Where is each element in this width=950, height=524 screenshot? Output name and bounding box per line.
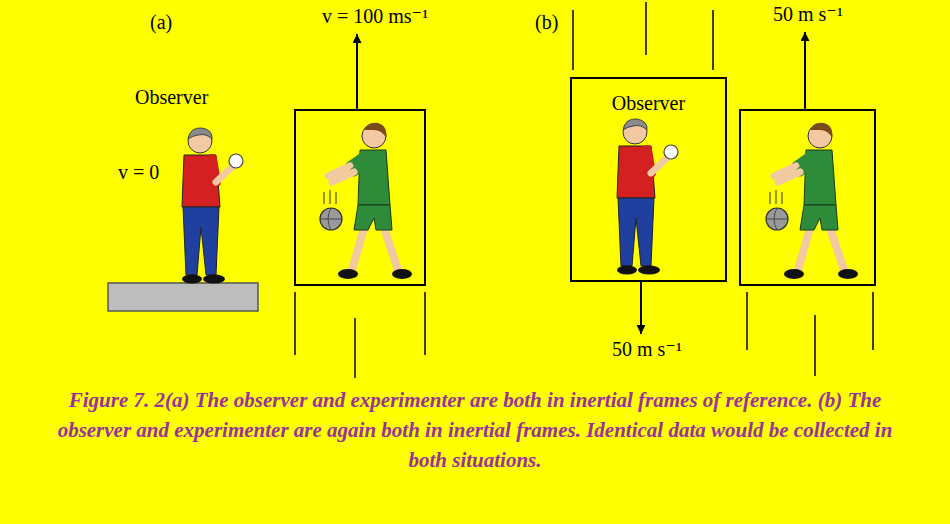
motion-line [354,318,356,378]
shoe [203,275,225,284]
shoe [838,269,858,279]
platform [108,283,258,311]
hair [623,119,647,130]
moving-frame-box [295,110,425,285]
moving-frame-box [740,110,875,285]
figure-caption: Figure 7. 2(a) The observer and experime… [40,385,910,475]
leg [798,228,810,270]
fall-line [324,192,325,204]
ball [664,145,678,159]
jeans [618,198,654,266]
motion-line [645,2,647,55]
motion-line [872,292,874,350]
shoe [617,266,637,275]
velocity-arrow [804,32,806,110]
text-label: 50 m s⁻¹ [773,2,843,26]
ball [320,208,342,230]
fall-line [770,192,771,204]
shoe [638,266,660,275]
ball-seam [320,208,342,230]
frame-label: Observer [572,91,725,115]
text-label: Observer [135,85,208,109]
hair [810,123,832,138]
motion-line [424,292,426,355]
shoe [338,269,358,279]
fall-lines [770,190,782,204]
experimenter-figure [766,123,858,279]
motion-line [712,10,714,70]
experimenter-figure [320,123,412,279]
ball [766,208,788,230]
observer-figure [182,128,243,284]
hair [364,123,386,138]
fall-line [776,190,777,204]
motion-lines [573,2,873,376]
shoe [392,269,412,279]
fall-lines [324,190,336,204]
text-label: 50 m s⁻¹ [612,337,682,361]
motion-lines [295,292,425,378]
fall-line [330,190,331,204]
shorts [800,205,838,230]
jeans [183,207,219,275]
ball [229,154,243,168]
panel-label: (b) [535,10,558,34]
leg [830,228,844,270]
motion-line [814,315,816,376]
motion-line [572,10,574,70]
text-label: v = 100 ms⁻¹ [322,4,428,28]
fall-line [336,192,337,204]
fall-line [782,192,783,204]
hair [188,128,212,139]
motion-line [294,292,296,355]
forearm [651,158,667,173]
text-label: v = 0 [118,160,159,184]
forearm [778,172,800,182]
shoe [784,269,804,279]
observer-figure [617,119,678,275]
ball-seam [766,208,788,230]
leg [352,228,364,270]
leg [384,228,398,270]
panel-label: (a) [150,10,172,34]
shoe [182,275,202,284]
forearm [216,167,232,182]
velocity-arrow [356,34,358,110]
velocity-arrow [640,282,642,334]
shorts [354,205,392,230]
frame-box: Observer [570,77,727,282]
motion-line [746,292,748,350]
forearm [332,172,354,182]
